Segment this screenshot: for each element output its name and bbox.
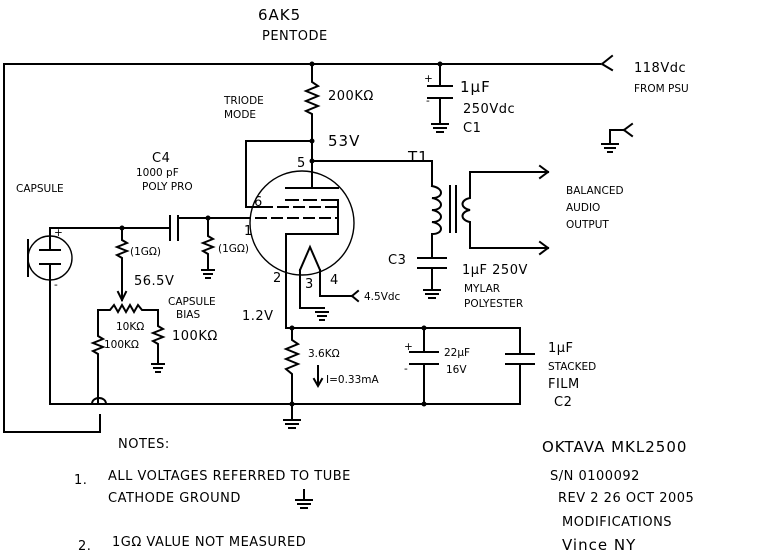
pin-2-label: 2 [273,271,281,286]
cathode-voltage-label: 1.2V [242,309,274,324]
supply-voltage-label: 118Vdc [634,61,686,76]
output-label-line1: BALANCED [566,185,624,197]
author-label: Vince NY [562,536,636,554]
vacuum-tube [239,160,355,309]
cathode-resistor-value: 3.6KΩ [308,348,340,360]
c4-type: POLY PRO [142,181,193,193]
plate-resistor-value: 200KΩ [328,89,374,104]
pin-1-label: 1 [244,224,252,239]
heater-ground-icon [315,307,329,321]
note-1-number: 1. [74,473,87,488]
triode-mode-line1: TRIODE [223,95,264,107]
note-2-line1: 1GΩ VALUE NOT MEASURED [112,535,306,550]
c4-ref: C4 [152,151,170,166]
pin-4-label: 4 [330,273,338,288]
model-label: OKTAVA MKL2500 [542,438,687,456]
cathode-current-label: I=0.33mA [326,374,380,386]
notes-heading: NOTES: [118,437,170,452]
c3-capacitor [417,251,447,299]
c1-value: 1µF [460,78,491,96]
c3-ref: C3 [388,253,406,268]
bias-voltage-label: 56.5V [134,274,174,289]
pot-value: 10KΩ [116,321,144,333]
c1-plus: + [424,73,433,85]
crossover-hop [90,397,108,406]
t1-ref: T1 [407,148,429,166]
pin-3-label: 3 [305,277,313,292]
cathode-ground-icon [295,489,313,509]
note-1-line1: ALL VOLTAGES REFERRED TO TUBE [108,469,351,484]
capsule-bias-line1: CAPSULE [168,296,216,308]
c1-capacitor [427,63,453,133]
c2-type-line2: FILM [548,377,580,392]
grid-resistor-value: (1GΩ) [218,243,249,255]
capsule-plus: + [54,227,63,239]
psu-ground-icon [601,122,634,153]
capsule-bias-line2: BIAS [176,309,200,321]
c1-ref: C1 [463,121,481,136]
capsule-bias-resistor [114,227,130,303]
c3-type-line2: POLYESTER [464,298,523,310]
supply-source-label: FROM PSU [634,83,689,95]
c3-value: 1µF 250V [462,263,528,278]
capsule-bias-resistor-value: (1GΩ) [130,246,161,258]
cathode-network [51,299,535,429]
c3-type-line1: MYLAR [464,283,500,295]
c1-rating: 250Vdc [463,102,515,117]
bypass-plus: + [404,341,413,353]
grid-resistor [200,217,216,279]
capsule-minus: - [54,279,58,291]
revision-label: REV 2 26 OCT 2005 [558,491,694,506]
current-arrow-icon [312,365,324,389]
heater-voltage-label: 4.5Vdc [364,291,401,303]
plate-resistor [303,63,321,161]
description-label: MODIFICATIONS [562,515,672,530]
c4-capacitor [169,215,241,241]
plate-voltage-label: 53V [328,132,360,150]
tube-type-label: PENTODE [262,29,328,44]
output-label-line3: OUTPUT [566,219,609,231]
triode-mode-line2: MODE [224,109,256,121]
c1-minus: - [426,95,430,107]
bypass-cap-value: 22µF [444,347,470,359]
pin-5-label: 5 [297,156,305,171]
b-plus-rail [3,61,601,433]
triode-strap-wire [245,140,313,208]
note-2-number: 2. [78,539,91,554]
c2-value: 1µF [548,341,574,356]
plate-to-t1-wire [311,160,433,187]
output-label-line2: AUDIO [566,202,600,214]
c2-ref: C2 [554,395,572,410]
note-1-line2: CATHODE GROUND [108,491,241,506]
capsule-symbol [27,227,73,405]
c4-value: 1000 pF [136,167,179,179]
bypass-minus: - [404,363,408,375]
bypass-cap-rating: 16V [446,364,467,376]
t1-transformer [430,164,550,256]
pin-6-label: 6 [254,195,262,210]
bias-potentiometer [90,302,166,405]
capsule-label: CAPSULE [16,183,64,195]
c2-type-line1: STACKED [548,361,596,373]
tube-model-label: 6AK5 [258,6,301,24]
divider-left-value: 100KΩ [104,339,139,351]
divider-right-value: 100KΩ [172,329,218,344]
supply-arrow-icon [600,54,614,72]
heater-arrow-icon [350,289,360,303]
serial-label: S/N 0100092 [550,469,640,484]
